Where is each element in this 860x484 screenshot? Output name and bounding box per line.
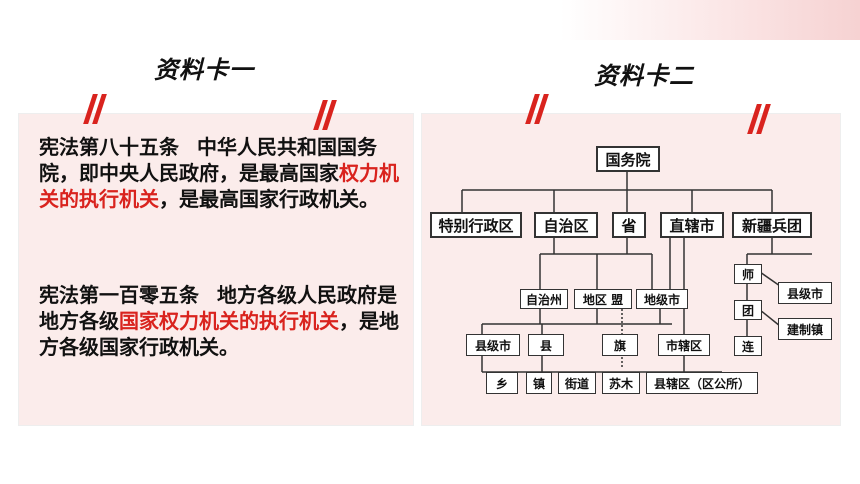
quote-mark-icon (746, 104, 776, 138)
node-state-council: 国务院 (596, 146, 660, 172)
node-county-city: 县级市 (466, 334, 520, 356)
node-autonomous-region: 自治区 (534, 212, 598, 238)
node-city-district: 市辖区 (658, 334, 710, 356)
node-prefecture-league: 地区 盟 (574, 289, 632, 309)
node-autonomous-prefecture: 自治州 (520, 289, 568, 309)
node-subdistrict: 街道 (558, 372, 596, 394)
node-organized-town: 建制镇 (778, 318, 832, 340)
constitution-article-105: 宪法第一百零五条地方各级人民政府是地方各级国家权力机关的执行机关，是地方各级国家… (39, 282, 399, 360)
node-sar: 特别行政区 (430, 212, 522, 238)
node-xinjiang-corps: 新疆兵团 (732, 212, 812, 238)
node-sumu: 苏木 (602, 372, 640, 394)
article-105-text-1: 地方各级人民政府是地方各级 (39, 283, 397, 333)
node-prefecture-city: 地级市 (636, 289, 688, 309)
material-card-2: 国务院 特别行政区 自治区 省 直辖市 新疆兵团 自治州 地区 盟 地级市 县级… (421, 113, 841, 426)
article-105-text-2: ，是地方各级国家行政机关。 (39, 309, 399, 359)
node-division: 师 (734, 264, 762, 284)
article-105-highlight: 国家权力机关的执行机关 (119, 309, 339, 333)
article-85-text-2: ，是最高国家行政机关。 (159, 187, 379, 211)
node-company: 连 (734, 336, 762, 356)
quote-mark-icon (312, 100, 342, 134)
node-province: 省 (612, 212, 646, 238)
decorative-header-wash (560, 0, 860, 40)
article-85-label: 宪法第八十五条 (39, 135, 179, 159)
node-county-district-office: 县辖区（区公所） (646, 372, 758, 394)
constitution-article-85: 宪法第八十五条中华人民共和国国务院，即中央人民政府，是最高国家权力机关的执行机关… (39, 134, 399, 212)
administrative-hierarchy-diagram: 国务院 特别行政区 自治区 省 直辖市 新疆兵团 自治州 地区 盟 地级市 县级… (422, 114, 840, 425)
node-town: 镇 (526, 372, 552, 394)
card1-title: 资料卡一 (154, 56, 254, 84)
article-105-label: 宪法第一百零五条 (39, 283, 199, 307)
node-banner: 旗 (602, 334, 638, 356)
quote-mark-icon (82, 94, 112, 128)
article-85-text-1: 中华人民共和国国务院，即中央人民政府，是最高国家 (39, 135, 377, 185)
node-corps-county-city: 县级市 (778, 282, 832, 304)
card2-title: 资料卡二 (594, 62, 694, 90)
node-regiment: 团 (734, 300, 762, 320)
node-township: 乡 (486, 372, 518, 394)
article-85-highlight: 权力机关的执行机关 (39, 161, 399, 211)
node-municipality: 直辖市 (660, 212, 724, 238)
quote-mark-icon (524, 94, 554, 128)
node-county: 县 (528, 334, 564, 356)
material-card-1: 宪法第八十五条中华人民共和国国务院，即中央人民政府，是最高国家权力机关的执行机关… (18, 113, 414, 426)
